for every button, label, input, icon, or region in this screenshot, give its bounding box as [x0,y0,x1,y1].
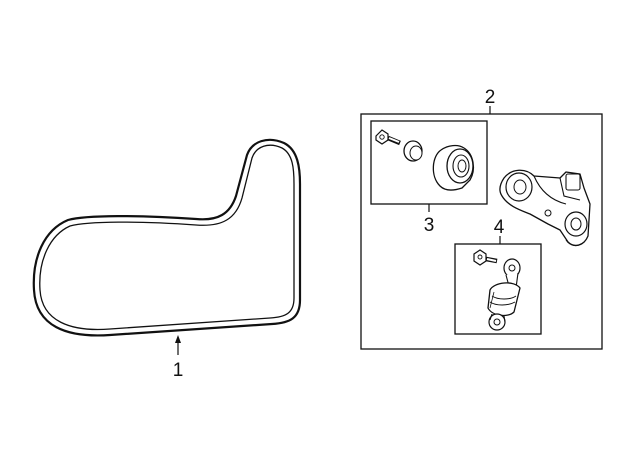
pulley-bolt-icon [375,129,401,146]
callout-1: 1 [173,360,184,381]
damper-bolt-icon [473,249,498,266]
dust-cap-icon [403,140,423,162]
idler-pulley-icon [432,144,475,191]
serpentine-belt[interactable] [32,138,302,337]
callout-3: 3 [424,215,435,236]
belt-leader-line [175,335,181,355]
damper-icon [487,258,521,331]
tensioner-assembly-box[interactable] [360,113,603,350]
callout-2: 2 [485,87,496,108]
tensioner-arm-icon [499,169,591,247]
callout-4: 4 [494,217,505,238]
damper-kit-box[interactable] [454,243,542,335]
